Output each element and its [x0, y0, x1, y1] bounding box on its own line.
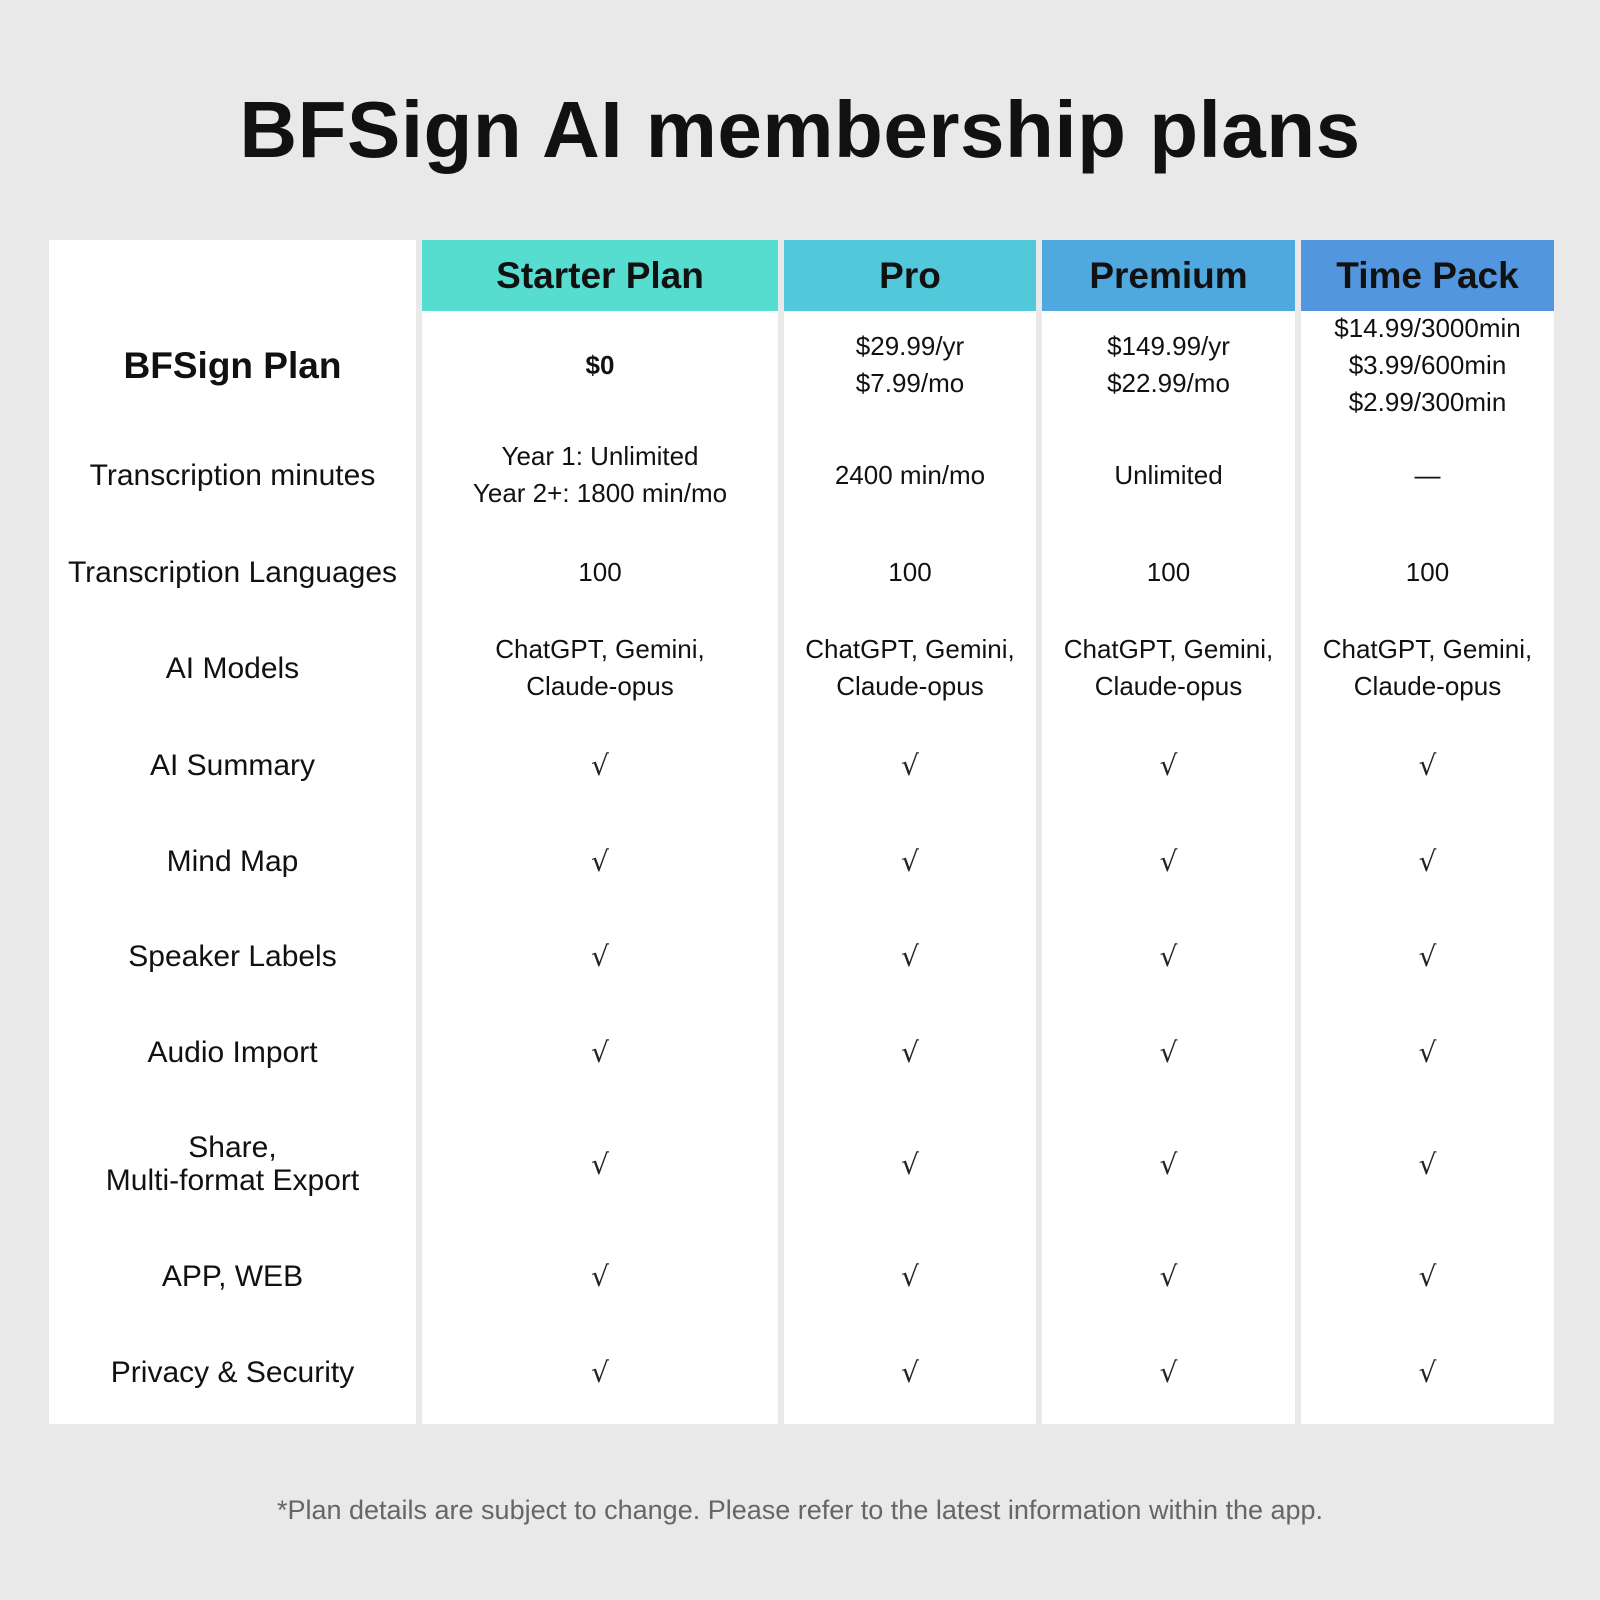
row-label: Privacy & Security	[110, 1355, 355, 1389]
checkmark-icon: √	[1418, 748, 1437, 782]
row-label: AI Summary	[149, 748, 316, 782]
transcription-minutes: 2400 min/mo	[784, 425, 1036, 525]
checkmark-icon: √	[1159, 748, 1178, 782]
cell-line: Claude-opus	[836, 671, 984, 701]
cell-line: $0	[585, 349, 615, 380]
transcription-minutes: Unlimited	[1042, 425, 1295, 525]
row-label: Mind Map	[166, 844, 299, 878]
cell-line: ChatGPT, Gemini,	[1063, 634, 1274, 664]
plan-price: $149.99/yr $22.99/mo	[1042, 305, 1295, 425]
ai-models: ChatGPT, Gemini, Claude-opus	[422, 618, 778, 718]
checkmark-icon: √	[901, 748, 919, 782]
transcription-languages: 100	[1405, 556, 1450, 587]
page-title: BFSign AI membership plans	[239, 85, 1361, 174]
cell-line: —	[1414, 459, 1441, 490]
checkmark-icon: √	[901, 1355, 919, 1389]
checkmark-icon: √	[901, 939, 919, 973]
plan-header[interactable]: Pro	[784, 240, 1036, 311]
transcription-languages: 100	[578, 556, 622, 587]
cell-line: Multi-format Export	[105, 1164, 360, 1197]
plan-price: $14.99/3000min $3.99/600min $2.99/300min	[1301, 305, 1554, 425]
checkmark-icon: √	[1418, 1035, 1437, 1069]
row-label: APP, WEB	[161, 1259, 304, 1293]
cell-line: 2400 min/mo	[834, 459, 986, 490]
checkmark-icon: √	[1159, 1147, 1178, 1181]
checkmark-icon: √	[591, 1035, 609, 1069]
cell-line: Year 1: Unlimited	[501, 441, 699, 471]
checkmark-icon: √	[591, 1355, 609, 1389]
footnote: *Plan details are subject to change. Ple…	[276, 1495, 1324, 1525]
cell-line: $7.99/mo	[855, 368, 965, 398]
transcription-languages: 100	[888, 556, 932, 587]
transcription-languages: 100	[1146, 556, 1191, 587]
row-label: Transcription minutes	[89, 458, 376, 492]
checkmark-icon: √	[1159, 1259, 1178, 1293]
cell-line: ChatGPT, Gemini,	[495, 634, 705, 664]
checkmark-icon: √	[591, 844, 609, 878]
row-label: Speaker Labels	[128, 939, 337, 973]
plan-header[interactable]: Premium	[1042, 240, 1295, 311]
row-label: Audio Import	[147, 1035, 318, 1069]
cell-line: ChatGPT, Gemini,	[1322, 634, 1533, 664]
checkmark-icon: √	[901, 844, 919, 878]
checkmark-icon: √	[591, 748, 609, 782]
cell-line: $149.99/yr	[1107, 331, 1230, 361]
checkmark-icon: √	[591, 1147, 609, 1181]
checkmark-icon: √	[901, 1147, 919, 1181]
plan-price: $0	[422, 305, 778, 425]
checkmark-icon: √	[1418, 939, 1437, 973]
checkmark-icon: √	[901, 1035, 919, 1069]
cell-line: Share,	[188, 1131, 277, 1164]
checkmark-icon: √	[591, 1259, 609, 1293]
plan-header[interactable]: Starter Plan	[422, 240, 778, 311]
checkmark-icon: √	[1418, 1147, 1437, 1181]
cell-line: Claude-opus	[526, 671, 674, 701]
cell-line: ChatGPT, Gemini,	[805, 634, 1015, 664]
plan-header[interactable]: Time Pack	[1301, 240, 1554, 311]
cell-line: $2.99/300min	[1348, 386, 1507, 417]
ai-models: ChatGPT, Gemini, Claude-opus	[1301, 618, 1554, 718]
cell-line: $22.99/mo	[1107, 368, 1230, 398]
cell-line: Claude-opus	[1353, 671, 1502, 701]
checkmark-icon: √	[1418, 1259, 1437, 1293]
cell-line: $29.99/yr	[855, 331, 965, 361]
checkmark-icon: √	[591, 939, 609, 973]
checkmark-icon: √	[1159, 1355, 1178, 1389]
row-label: Share,Multi-format Export	[49, 1104, 416, 1224]
cell-line: $14.99/3000min	[1334, 312, 1521, 343]
row-label: BFSign Plan	[123, 344, 342, 386]
checkmark-icon: √	[1159, 844, 1178, 878]
cell-line: Year 2+: 1800 min/mo	[472, 478, 728, 508]
row-label: Transcription Languages	[67, 555, 398, 589]
plan-column-time-pack: Time Pack$14.99/3000min $3.99/600min $2.99…	[1301, 240, 1554, 1424]
checkmark-icon: √	[1159, 1035, 1178, 1069]
cell-line: Claude-opus	[1094, 671, 1243, 701]
checkmark-icon: √	[1159, 939, 1178, 973]
ai-models: ChatGPT, Gemini, Claude-opus	[784, 618, 1036, 718]
checkmark-icon: √	[901, 1259, 919, 1293]
cell-line: Unlimited	[1114, 459, 1223, 490]
plan-price: $29.99/yr $7.99/mo	[784, 305, 1036, 425]
row-label: AI Models	[165, 651, 300, 685]
cell-line: $3.99/600min	[1348, 349, 1507, 380]
checkmark-icon: √	[1418, 1355, 1437, 1389]
transcription-minutes: —	[1301, 425, 1554, 525]
ai-models: ChatGPT, Gemini, Claude-opus	[1042, 618, 1295, 718]
checkmark-icon: √	[1418, 844, 1437, 878]
